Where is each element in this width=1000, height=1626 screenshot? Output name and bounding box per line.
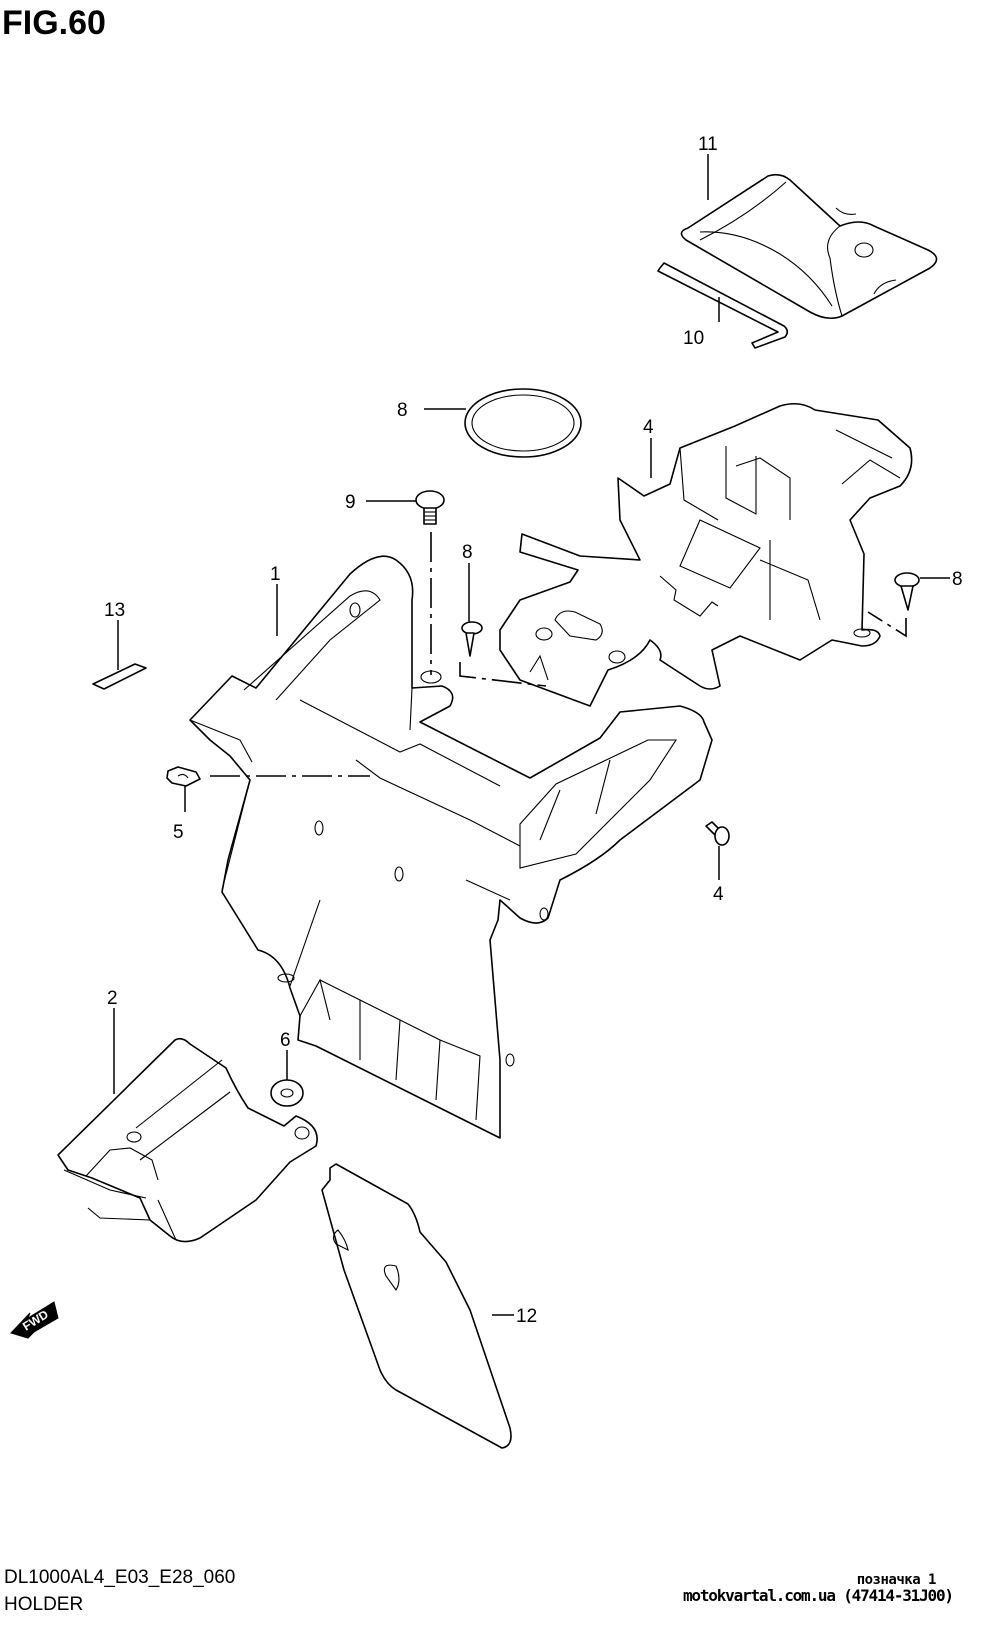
part-7-o-ring[interactable] (464, 388, 582, 458)
part-3-holder-upper[interactable] (499, 402, 913, 707)
part-8-screw-left[interactable] (461, 621, 483, 657)
callout-11[interactable]: 11 (698, 134, 718, 155)
callout-6[interactable]: 6 (280, 1030, 291, 1051)
assembly-line-8-left (459, 662, 547, 687)
callout-10[interactable]: 10 (683, 328, 704, 349)
callout-13[interactable]: 13 (104, 600, 125, 621)
callout-8-right[interactable]: 8 (952, 569, 963, 590)
part-2-cover-rear[interactable] (57, 1037, 318, 1243)
callout-9[interactable]: 9 (345, 492, 356, 513)
mark-label: позначка 1 (856, 1572, 937, 1588)
diagram-caption: HOLDER (4, 1594, 84, 1615)
part-1-holder-main[interactable] (189, 555, 713, 1139)
part-4-screw[interactable] (705, 821, 730, 846)
diagram-code: DL1000AL4_E03_E28_060 (4, 1567, 236, 1588)
source-watermark: motokvartal.com.ua (47414-31J00) (683, 1586, 954, 1605)
figure-title: FIG.60 (2, 4, 106, 42)
part-12-plate-cover[interactable] (321, 1163, 512, 1449)
callout-4[interactable]: 4 (713, 884, 724, 905)
assembly-line-8-right (867, 611, 907, 638)
callout-1[interactable]: 1 (270, 564, 281, 585)
callout-5[interactable]: 5 (173, 822, 184, 843)
part-8-screw-right[interactable] (894, 572, 920, 611)
part-5-nut-clip[interactable] (166, 766, 201, 787)
callout-8-left[interactable]: 8 (462, 542, 473, 563)
part-10-hex-wrench[interactable] (657, 262, 789, 349)
callout-3[interactable]: 4 (643, 417, 654, 438)
part-11-tool-bag[interactable] (680, 173, 938, 320)
part-9-bolt[interactable] (415, 490, 445, 525)
callout-7[interactable]: 8 (397, 400, 408, 421)
part-6-washer[interactable] (270, 1079, 304, 1107)
callout-2[interactable]: 2 (107, 988, 118, 1009)
fwd-arrow-icon: FWD (10, 1301, 59, 1339)
callout-12[interactable]: 12 (516, 1306, 537, 1327)
part-13-pad[interactable] (92, 663, 147, 690)
